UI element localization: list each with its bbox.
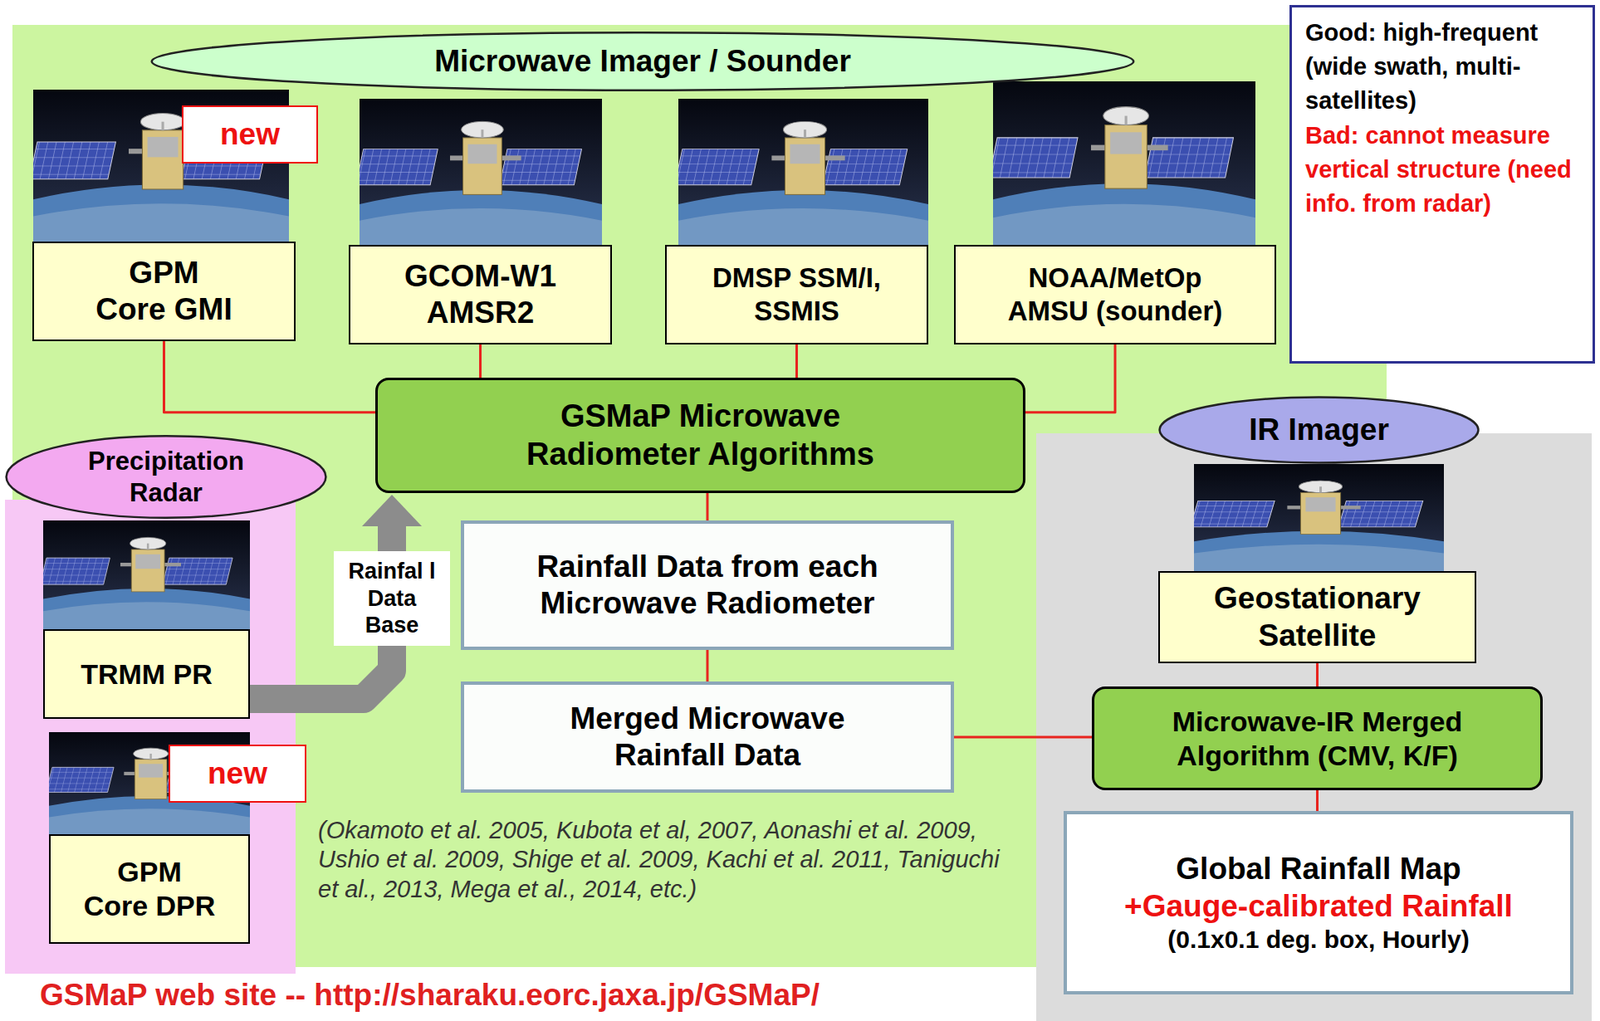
node-text: Precipitation Radar [58,445,275,508]
node-text: GPM Core GMI [68,254,260,329]
connector-line [479,344,482,378]
node-text: +Gauge-calibrated Rainfall [1124,888,1513,925]
instrument-box: DMSP SSM/I, SSMIS [665,244,929,345]
node-text: Merged Microwave Rainfall Data [483,700,932,775]
reference-note: (Okamoto et al. 2005, Kubota et al, 2007… [318,816,1024,905]
algorithm-box: GSMaP Microwave Radiometer Algorithms [375,377,1026,494]
node-text: Bad: cannot measure vertical structure (… [1305,118,1580,222]
instrument-box: GPM Core GMI [32,241,296,342]
data-box: Rainfall Data from each Microwave Radiom… [460,520,955,651]
node-text: NOAA/MetOp AMSU (sounder) [973,261,1257,328]
gcom-w1-image [356,98,602,245]
data-box: Merged Microwave Rainfall Data [460,681,955,793]
new-tag: new [181,105,319,164]
instrument-box: GCOM-W1 AMSR2 [348,244,612,345]
connector-line [706,650,710,682]
node-text: GSMaP Microwave Radiometer Algorithms [468,397,934,474]
dmsp-image [674,98,929,245]
edge-label-box: Rainfal l Data Base [333,551,451,646]
instrument-box: Geostationary Satellite [1158,571,1477,664]
node-text: TRMM PR [80,657,213,692]
ellipse-shape [151,32,1134,91]
ellipse-outline [4,433,328,521]
radar-panel [4,499,296,974]
result-box: Global Rainfall Map+Gauge-calibrated Rai… [1063,811,1574,995]
new-tag: new [168,744,307,803]
connector-line [795,344,798,378]
noaa-image [988,81,1256,245]
instrument-box: NOAA/MetOp AMSU (sounder) [954,244,1277,345]
ellipse-shape [1159,397,1479,464]
ir-panel [1036,433,1592,1021]
connector-line [1316,663,1319,687]
node-text: GPM Core DPR [62,855,237,924]
connector-line [954,736,1092,739]
website-label: GSMaP web site -- http://sharaku.eorc.ja… [39,976,1136,1014]
connector-line [164,341,377,413]
edge-label: Rainfal l Data Base [340,557,444,639]
connector-line [706,493,710,521]
geostationary-image [1189,464,1444,572]
heading-ellipse: IR Imager [1158,395,1480,465]
connector-line [1316,790,1319,812]
node-text: Microwave Imager / Sounder [434,43,852,80]
heading-ellipse: Precipitation Radar [4,433,328,521]
instrument-box: TRMM PR [43,629,250,720]
trmm-image [39,520,250,630]
node-text: new [220,116,280,153]
node-text: GCOM-W1 AMSR2 [393,258,568,333]
instrument-box: GPM Core DPR [48,834,250,945]
algorithm-box: Microwave-IR Merged Algorithm (CMV, K/F) [1091,686,1543,791]
heading-ellipse: Microwave Imager / Sounder [147,30,1138,93]
ellipse-shape [6,435,327,519]
node-text: Rainfall Data from each Microwave Radiom… [483,548,932,623]
node-text: Microwave-IR Merged Algorithm (CMV, K/F) [1114,704,1522,774]
node-text: DMSP SSM/I, SSMIS [685,261,910,328]
node-text: Good: high-frequent (wide swath, multi-s… [1305,15,1580,119]
note-box: Good: high-frequent (wide swath, multi-s… [1289,4,1596,364]
connector-line [1025,344,1116,413]
node-text: new [207,755,268,793]
node-text: (0.1x0.1 deg. box, Hourly) [1167,924,1469,955]
node-text: Global Rainfall Map [1175,851,1461,888]
node-text: Geostationary Satellite [1180,580,1455,655]
node-text: IR Imager [1248,411,1390,449]
